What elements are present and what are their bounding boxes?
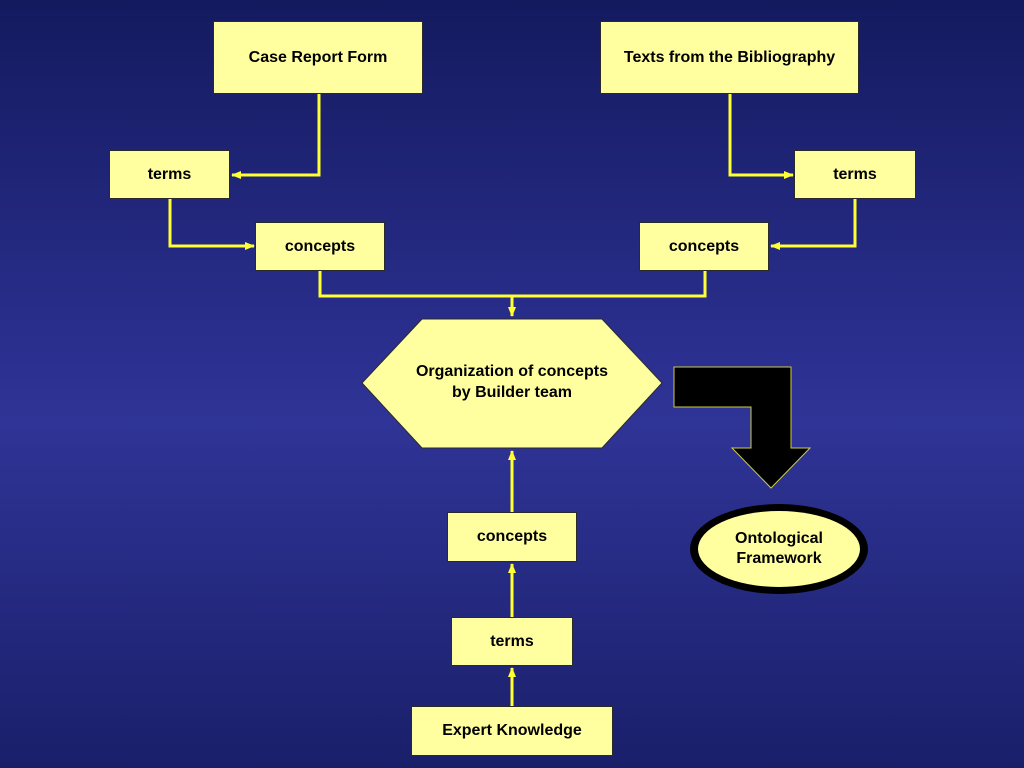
organization-hexagon: [361, 318, 663, 449]
ontological-framework-label: Ontological Framework: [735, 530, 823, 567]
connector-concepts-left-merge: [318, 271, 512, 298]
terms-left-box: terms: [109, 150, 230, 199]
terms-bottom-box: terms: [451, 617, 573, 666]
texts-bibliography-box: Texts from the Bibliography: [600, 21, 859, 94]
concepts-right-box: concepts: [639, 222, 769, 271]
connector-terms-to-concepts-left: [168, 199, 255, 250]
connector-concepts-right-merge: [512, 271, 707, 298]
connector-bib-to-terms: [728, 94, 794, 179]
organization-label: Organization of concepts by Builder team: [415, 363, 608, 401]
terms-right-box: terms: [794, 150, 916, 199]
expert-knowledge-box: Expert Knowledge: [411, 706, 613, 756]
connector-terms-to-concepts-right: [770, 199, 857, 250]
concepts-bottom-box: concepts: [447, 512, 577, 562]
concepts-left-box: concepts: [255, 222, 385, 271]
ontological-framework-ellipse-inner: [698, 511, 860, 587]
bent-arrow-icon: [673, 366, 812, 489]
case-report-form-box: Case Report Form: [213, 21, 423, 94]
connector-crf-to-terms: [231, 94, 321, 179]
